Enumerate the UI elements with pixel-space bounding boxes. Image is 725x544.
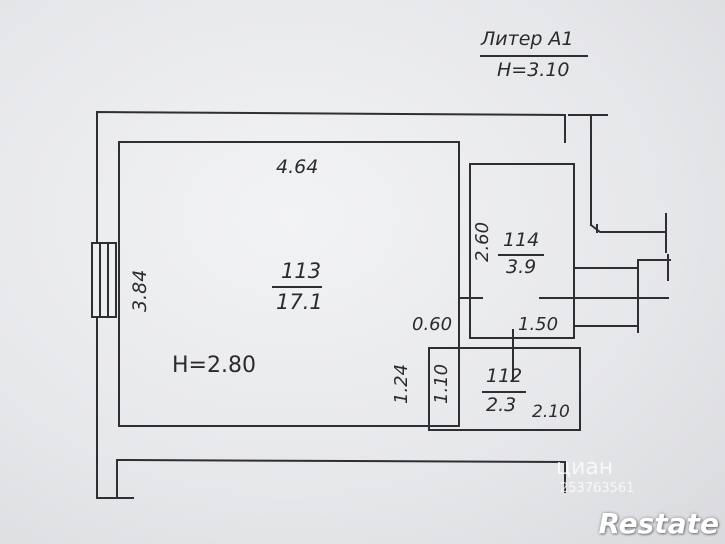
outer-wall-bottom bbox=[115, 458, 567, 464]
window bbox=[91, 242, 117, 318]
room-114-width: 1.50 bbox=[518, 314, 559, 335]
room-112-length-outer: 1.24 bbox=[391, 363, 412, 404]
room-112-width: 2.10 bbox=[532, 402, 570, 422]
cian-id-watermark: 253763561 bbox=[560, 481, 635, 496]
liter-label: Литер А1 bbox=[481, 28, 574, 50]
room-113-area: 17.1 bbox=[276, 290, 323, 314]
room-114-length: 2.60 bbox=[472, 221, 493, 262]
room-113-outline bbox=[118, 141, 460, 427]
room-112-length-inner: 1.10 bbox=[431, 363, 452, 404]
room-113-ceiling-height: H=2.80 bbox=[172, 353, 256, 378]
header-divider bbox=[480, 55, 588, 57]
liter-height: Н=3.10 bbox=[497, 59, 570, 81]
room-113-number: 113 bbox=[281, 259, 322, 283]
room-112-fraction-line bbox=[482, 391, 526, 393]
room-114-offset: 0.60 bbox=[412, 314, 453, 335]
room-112-area: 2.3 bbox=[486, 394, 517, 416]
room-113-length: 3.84 bbox=[129, 269, 151, 312]
room-112-number: 112 bbox=[486, 365, 523, 387]
room-114-number: 114 bbox=[503, 229, 540, 251]
restate-logo: Restate bbox=[598, 507, 719, 540]
room-113-width: 4.64 bbox=[276, 156, 319, 178]
room-114-fraction-line bbox=[498, 254, 544, 256]
room-113-fraction-line bbox=[272, 286, 322, 288]
room-114-outline bbox=[469, 163, 575, 339]
outer-wall bbox=[96, 110, 566, 499]
room-112-outline bbox=[428, 347, 581, 431]
room-114-area: 3.9 bbox=[506, 256, 537, 278]
cian-watermark: циан bbox=[556, 455, 614, 480]
